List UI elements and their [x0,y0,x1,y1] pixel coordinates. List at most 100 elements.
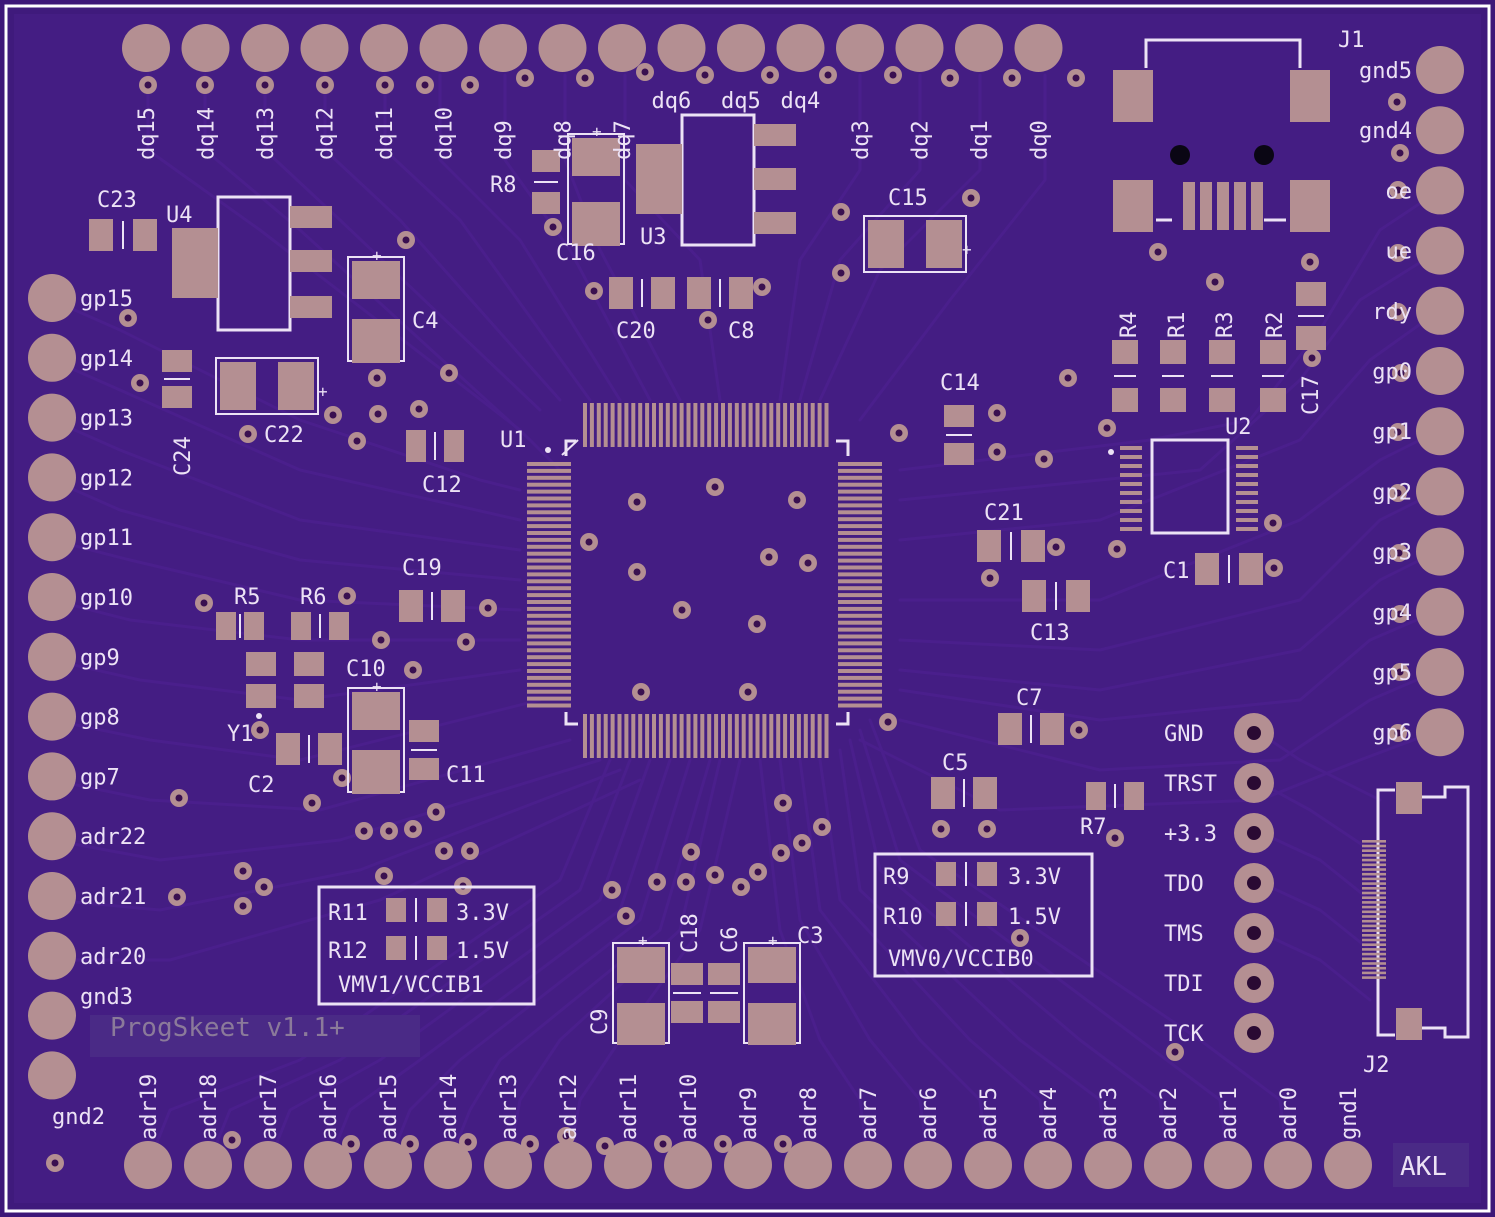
pin-label-gnd3: gnd3 [80,985,133,1010]
pin-dq7 [598,24,646,72]
c8-label: C8 [728,319,755,344]
u3-regulator: U3 [636,113,796,250]
pin-label-adr22: adr22 [80,825,146,850]
c16-label: C16 [556,241,596,266]
jtag-label-tms: TMS [1164,922,1204,947]
svg-text:+: + [372,246,382,265]
v1-1v5-label: 1.5V [456,939,509,964]
pin-label-adr15: adr15 [377,1074,402,1140]
u1-qfp-chip: U1 [500,403,882,758]
pin-label-adr9: adr9 [737,1087,762,1140]
pin-label-gp0: gp0 [1372,360,1412,385]
c20-label: C20 [616,319,656,344]
c22-label: C22 [264,423,304,448]
pin-label-gp11: gp11 [80,526,133,551]
pin-label-adr17: adr17 [257,1074,282,1140]
pin-label-adr0: adr0 [1277,1087,1302,1140]
pin-label-adr8: adr8 [797,1087,822,1140]
pin-dq12 [300,24,349,72]
pin-label-dq2: dq2 [909,120,934,160]
pin-ue [1416,226,1464,275]
pin-gp11 [28,513,76,562]
pin-label-adr12: adr12 [557,1074,582,1140]
jtag-label-tck: TCK [1164,1022,1204,1047]
pin-adr12 [544,1141,592,1189]
u2-label: U2 [1225,415,1252,440]
pin-dq4 [776,24,825,72]
pin-label-gp13: gp13 [80,407,133,432]
pin-label-gp12: gp12 [80,466,133,491]
pin-adr1 [1204,1141,1252,1189]
pin-gp3 [1416,527,1464,576]
c24-label: C24 [171,436,196,476]
pin-label-dq6: dq6 [652,89,692,114]
board-title-block: ProgSkeet v1.1+ [90,1013,420,1057]
r10-label: R10 [883,905,923,930]
jtag-pin-tdo [1234,863,1274,903]
pin-label-gp3: gp3 [1372,541,1412,566]
c13-label: C13 [1030,621,1070,646]
c19-label: C19 [402,556,442,581]
pin-label-gp4: gp4 [1372,601,1412,626]
pin-gnd3 [28,991,76,1040]
jtag-label-tdi: TDI [1164,972,1204,997]
pin-gp1 [1416,407,1464,456]
pin-label-gp14: gp14 [80,347,133,372]
pin-label-dq9: dq9 [492,120,517,160]
board-title: ProgSkeet v1.1+ [110,1013,345,1043]
pin-label-gnd1: gnd1 [1337,1087,1362,1140]
u4-label: U4 [166,203,193,228]
pin-dq11 [360,24,408,72]
right-header-pins [1416,46,1464,757]
pin-label-adr1: adr1 [1217,1087,1242,1140]
pin-gp14 [28,333,76,382]
pin-adr10 [664,1141,712,1189]
jtag-label-trst: TRST [1164,772,1217,797]
pin-adr11 [604,1141,652,1189]
pin-adr20 [28,931,76,980]
vias [46,63,1410,1172]
j2-label: J2 [1363,1053,1390,1078]
pin-gnd5 [1416,46,1464,94]
jtag-label-tdo: TDO [1164,872,1204,897]
pin-label-gp8: gp8 [80,706,120,731]
pin-label-dq4: dq4 [781,89,821,114]
tantalum-capacitors: +++++++ [215,122,972,1045]
pin-label-dq14: dq14 [195,107,220,160]
pin-gp6 [1416,708,1464,757]
left-header-pins [28,274,76,1100]
pin-gp13 [28,393,76,442]
pin-adr19 [124,1141,172,1189]
c2-label: C2 [248,773,275,798]
svg-text:+: + [318,382,328,401]
jtag-pin-33 [1234,813,1274,853]
pin-label-dq7: dq7 [611,120,636,160]
jtag-pin-tms [1234,913,1274,953]
pin-adr22 [28,812,76,861]
pin-oe [1416,166,1464,215]
pin-gp5 [1416,648,1464,696]
pin-adr15 [364,1141,412,1189]
r6-label: R6 [300,585,327,610]
pin-label-dq5: dq5 [721,89,761,114]
pin-dq8 [538,24,587,72]
c14-label: C14 [940,371,980,396]
pin-label-adr14: adr14 [437,1074,462,1140]
pin-gp10 [28,573,76,621]
pin-gnd4 [1416,106,1464,155]
pin-rdy [1416,286,1464,335]
jtag-header-pins [1234,713,1274,1053]
passive-components [89,150,1326,1023]
voltage-select-right: R9 R10 3.3V 1.5V VMV0/VCCIB0 [873,852,1094,978]
pin-gnd1 [1324,1141,1372,1189]
svg-text:+: + [638,931,648,950]
svg-text:+: + [962,240,972,259]
u1-left-leads [527,462,571,708]
pin-gp4 [1416,587,1464,636]
pin-gp2 [1416,467,1464,516]
voltage-select-left: R11 R12 3.3V 1.5V VMV1/VCCIB1 [317,885,536,1006]
u1-right-leads [838,462,882,708]
left-pin-labels: gp15gp14gp13gp12gp11gp10gp9gp8gp7adr22ad… [52,287,146,1130]
c7-label: C7 [1016,686,1043,711]
